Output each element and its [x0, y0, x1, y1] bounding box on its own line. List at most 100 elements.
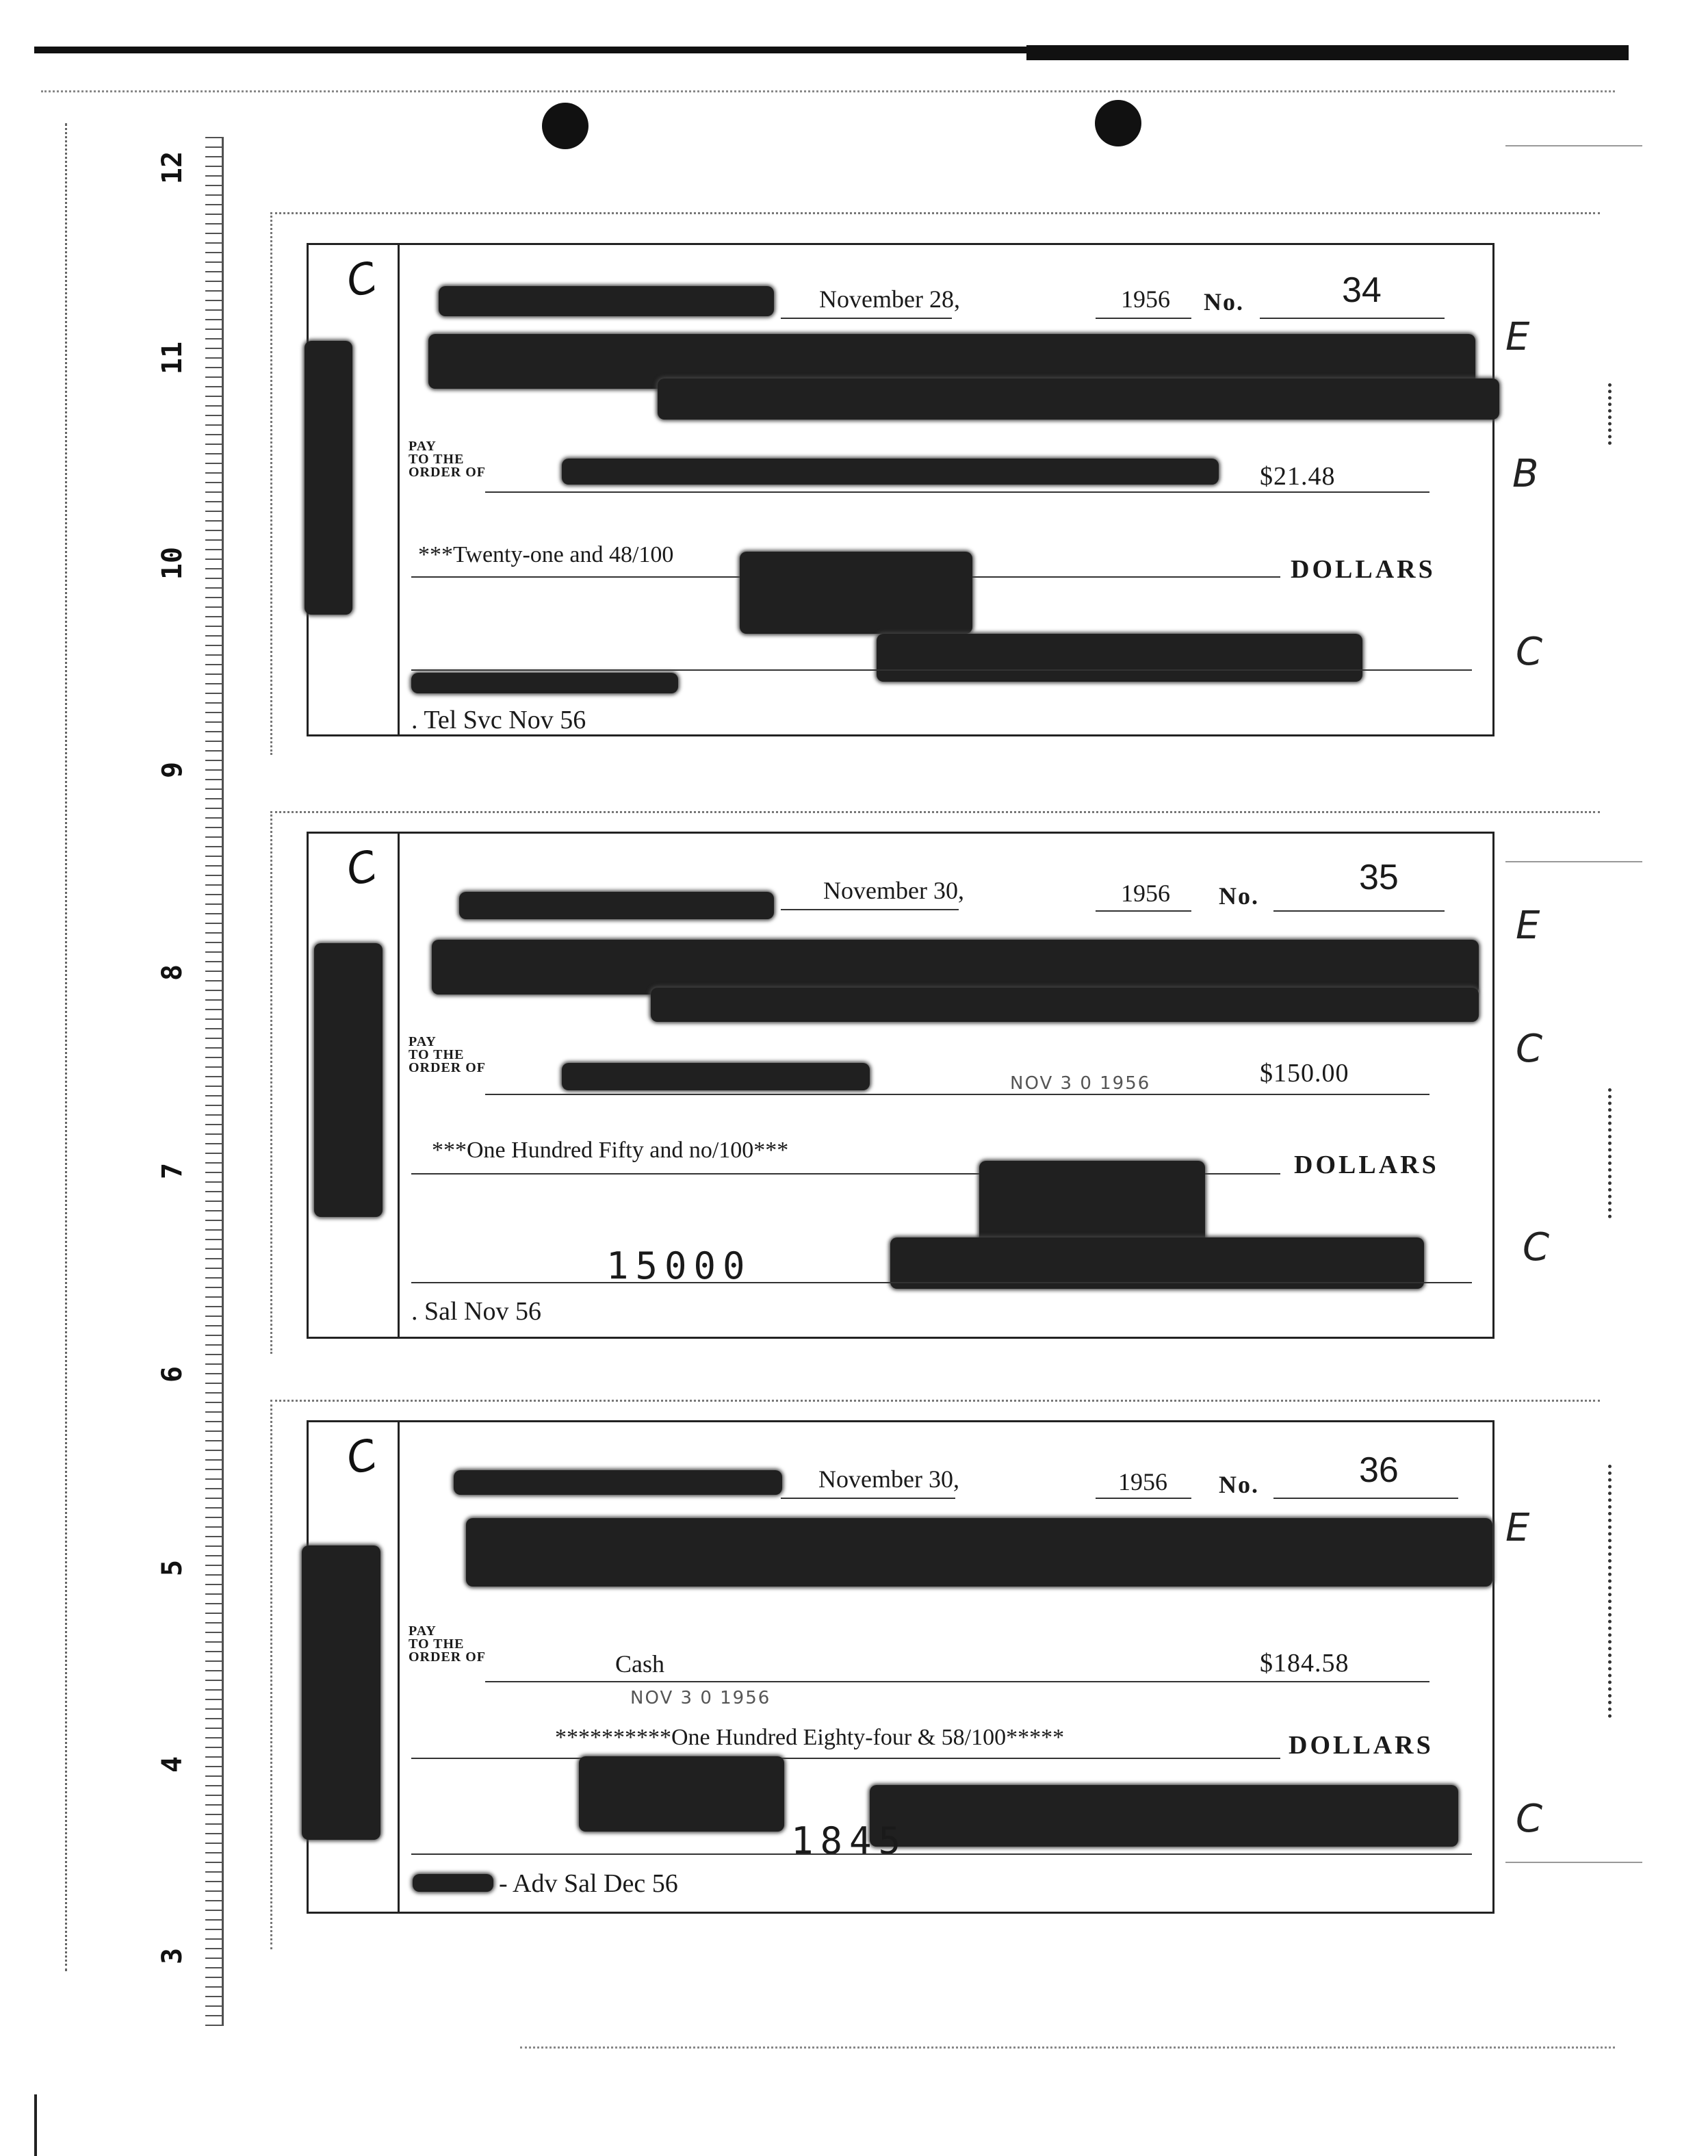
check-36: C November 30, 1956 No. 36 PAY TO THE OR… — [302, 1420, 1494, 1914]
signature-line — [411, 1282, 1472, 1283]
redaction-bar — [740, 552, 972, 634]
date-line — [781, 1498, 955, 1499]
ruler-label: 4 — [157, 1756, 188, 1773]
punch-hole-left — [542, 103, 588, 149]
ruler-label: 11 — [157, 341, 188, 375]
scan-noise-row — [41, 90, 1615, 95]
check-year: 1956 — [1118, 1468, 1167, 1496]
amount-in-words: ***Twenty-one and 48/100 — [418, 542, 674, 567]
check-stub: C — [302, 1422, 400, 1912]
ruler-label: 10 — [157, 546, 188, 580]
redaction-bar — [459, 892, 774, 919]
margin-mark: C — [1516, 1027, 1543, 1071]
page-top-edge — [34, 47, 1629, 53]
scan-artifact — [1608, 1465, 1618, 1718]
check-amount: $21.48 — [1260, 462, 1336, 491]
margin-mark: C — [1516, 1797, 1543, 1841]
redaction-bar — [658, 378, 1499, 420]
margin-mark: C — [1516, 630, 1543, 674]
date-line — [781, 909, 959, 910]
year-line — [1096, 318, 1191, 319]
encoded-amount: 15000 — [606, 1244, 752, 1287]
check-memo: . Tel Svc Nov 56 — [411, 706, 586, 734]
dollars-label: DOLLARS — [1294, 1151, 1439, 1179]
redaction-bar — [579, 1756, 784, 1832]
ruler-label: 8 — [157, 964, 188, 981]
scan-artifact — [1505, 145, 1642, 146]
page-top-edge-shadow — [1026, 45, 1629, 60]
number-line — [1273, 910, 1445, 912]
check-memo: . Sal Nov 56 — [411, 1297, 541, 1326]
redaction-bar — [454, 1470, 782, 1495]
year-line — [1096, 1498, 1191, 1499]
signature-line — [411, 1853, 1472, 1855]
check-stub: C — [305, 245, 400, 734]
payee-redaction — [562, 1063, 870, 1090]
ruler-label: 3 — [157, 1947, 188, 1965]
signature-line — [411, 669, 1472, 671]
payee-line — [485, 1094, 1429, 1095]
redaction-bar — [314, 943, 383, 1217]
ruler-label: 5 — [157, 1559, 188, 1577]
words-line — [411, 1173, 1280, 1175]
payee-line — [485, 1681, 1429, 1682]
cheque-frame — [270, 1400, 1600, 1949]
check-34: C November 28, 1956 No. 34 PAY TO THE OR… — [305, 243, 1499, 736]
check-number: 35 — [1359, 858, 1399, 897]
pay-to-order-label: PAY TO THE ORDER OF — [409, 439, 486, 480]
ruler-label: 12 — [157, 151, 188, 185]
redaction-bar — [305, 341, 352, 615]
year-line — [1096, 910, 1191, 912]
date-line — [781, 318, 952, 319]
margin-mark: E — [1516, 903, 1540, 948]
date-stamp: NOV 3 0 1956 — [630, 1688, 771, 1708]
bottom-left-edge — [34, 2094, 37, 2156]
number-line — [1260, 318, 1445, 319]
stub-mark: C — [341, 251, 383, 308]
margin-mark: E — [1505, 315, 1530, 359]
check-number: 34 — [1342, 270, 1382, 310]
check-date: November 30, — [823, 877, 964, 904]
date-stamp: NOV 3 0 1956 — [1010, 1073, 1151, 1094]
amount-in-words: ***One Hundred Fifty and no/100*** — [432, 1138, 789, 1163]
check-amount: $150.00 — [1260, 1059, 1349, 1088]
payee-line — [485, 491, 1429, 493]
scan-noise-row — [520, 2046, 1615, 2051]
signature-redaction — [890, 1237, 1424, 1289]
dollars-label: DOLLARS — [1291, 555, 1436, 584]
signature-redaction — [877, 634, 1362, 682]
scan-artifact — [1608, 383, 1618, 445]
margin-mark: B — [1512, 452, 1539, 496]
pay-to-order-label: PAY TO THE ORDER OF — [409, 1034, 486, 1075]
redaction-bar — [651, 988, 1479, 1022]
scan-artifact — [1608, 1088, 1618, 1218]
cheque-frame — [270, 811, 1600, 1354]
margin-mark: C — [1523, 1225, 1550, 1270]
check-35: C November 30, 1956 No. 35 PAY TO THE OR… — [307, 832, 1494, 1339]
check-year: 1956 — [1121, 285, 1170, 313]
redaction-bar — [432, 940, 1479, 994]
margin-mark: E — [1505, 1506, 1530, 1550]
redaction-bar — [413, 1874, 493, 1892]
scan-artifact — [1505, 861, 1642, 862]
check-no-label: No. — [1219, 882, 1259, 910]
encoded-amount: 1845 — [791, 1819, 908, 1862]
check-payee: Cash — [615, 1650, 664, 1678]
check-amount: $184.58 — [1260, 1649, 1349, 1678]
redaction-bar — [411, 673, 678, 693]
scale-ruler — [205, 137, 224, 2026]
stub-mark: C — [341, 1428, 383, 1485]
check-date: November 28, — [819, 285, 960, 313]
punch-hole-right — [1095, 100, 1141, 146]
check-memo: - Adv Sal Dec 56 — [499, 1869, 678, 1898]
ruler-label: 9 — [157, 761, 188, 779]
check-year: 1956 — [1121, 880, 1170, 907]
ruler-label: 6 — [157, 1365, 188, 1383]
words-line — [411, 1758, 1280, 1759]
scan-artifact — [1505, 1862, 1642, 1863]
ruler-label: 7 — [157, 1162, 188, 1180]
number-line — [1273, 1498, 1458, 1499]
redaction-bar — [979, 1161, 1205, 1250]
check-number: 36 — [1359, 1450, 1399, 1490]
dollars-label: DOLLARS — [1289, 1731, 1434, 1760]
